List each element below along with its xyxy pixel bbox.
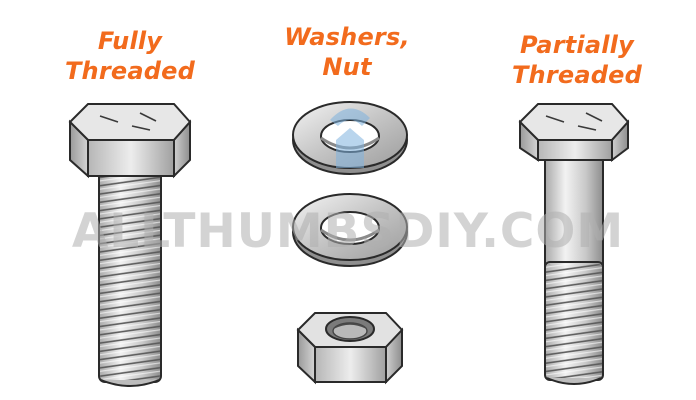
caption-line: Nut <box>322 53 372 81</box>
caption-fully-threaded: Fully Threaded <box>40 26 220 86</box>
caption-washers-nut: Washers, Nut <box>262 22 432 82</box>
flat-washer-icon <box>292 193 408 267</box>
hex-nut-icon <box>296 312 404 385</box>
fully-threaded-bolt-icon <box>68 103 192 387</box>
caption-line: Threaded <box>511 61 642 89</box>
watermark-logo-icon <box>330 108 370 168</box>
caption-line: Fully <box>97 27 163 55</box>
watermark-text: ALLTHUMBSDIY.COM <box>71 204 625 259</box>
caption-line: Washers, <box>284 23 410 51</box>
caption-partially-threaded: Partially Threaded <box>482 30 672 90</box>
caption-line: Partially <box>520 31 634 59</box>
partially-threaded-bolt-icon <box>518 103 630 385</box>
caption-line: Threaded <box>64 57 195 85</box>
